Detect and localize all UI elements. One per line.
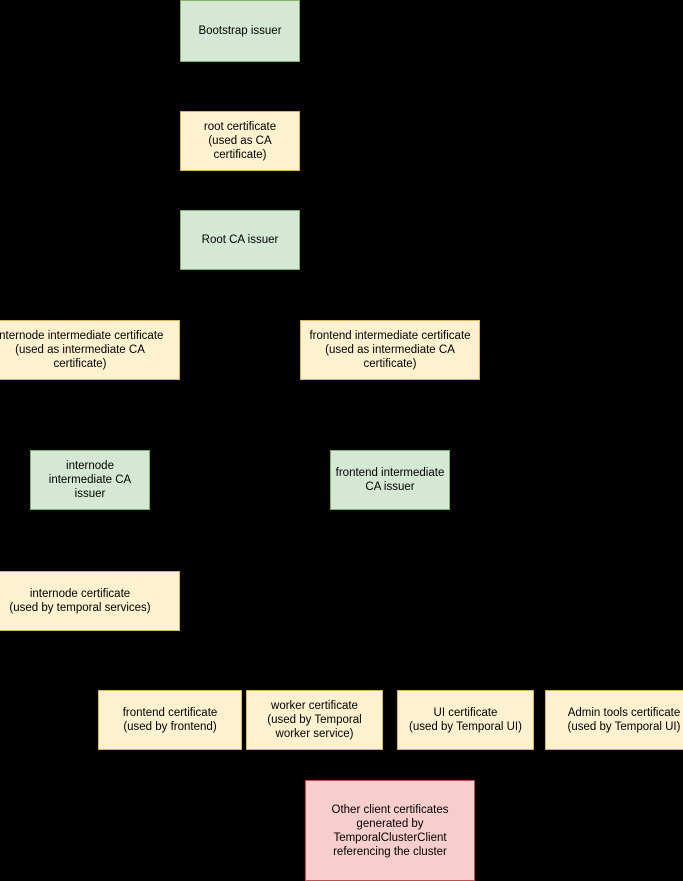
edge-root-certificate-to-root-ca-issuer — [240, 171, 241, 210]
node-frontend-intermediate-certificate[interactable]: frontend intermediate certificate (used … — [300, 320, 480, 380]
node-worker-certificate[interactable]: worker certificate (used by Temporal wor… — [246, 690, 383, 750]
edge-internode-intermediate-certificate-to-issuer — [90, 380, 91, 450]
edge-root-ca-issuer-stem — [240, 270, 241, 295]
edge-frontend-issuer-stem — [390, 510, 391, 665]
node-root-certificate[interactable]: root certificate (used as CA certificate… — [180, 111, 300, 171]
node-internode-intermediate-certificate[interactable]: internode intermediate certificate (used… — [0, 320, 180, 380]
edge-frontend-issuer-to-admin-tools-certificate — [624, 665, 625, 690]
node-internode-certificate[interactable]: internode certificate (used by temporal … — [0, 571, 180, 631]
node-ui-certificate[interactable]: UI certificate (used by Temporal UI) — [397, 690, 534, 750]
node-frontend-certificate[interactable]: frontend certificate (used by frontend) — [98, 690, 242, 750]
node-internode-intermediate-ca-issuer[interactable]: internode intermediate CA issuer — [30, 450, 150, 510]
edge-worker-certificate-to-other-client-certificates — [390, 750, 391, 780]
node-bootstrap-issuer[interactable]: Bootstrap issuer — [180, 0, 300, 62]
edge-frontend-intermediate-certificate-to-issuer — [390, 380, 391, 450]
edge-root-ca-issuer-to-frontend-intermediate-certificate — [390, 295, 391, 320]
edge-frontend-issuer-bus — [170, 665, 624, 666]
node-admin-tools-certificate[interactable]: Admin tools certificate (used by Tempora… — [545, 690, 683, 750]
node-other-client-certificates[interactable]: Other client certificates generated by T… — [305, 780, 475, 881]
edge-root-ca-issuer-to-internode-intermediate-certificate — [80, 295, 81, 320]
node-root-ca-issuer[interactable]: Root CA issuer — [180, 210, 300, 270]
edge-frontend-issuer-to-worker-certificate — [314, 665, 315, 690]
node-frontend-intermediate-ca-issuer[interactable]: frontend intermediate CA issuer — [330, 450, 450, 510]
edge-internode-intermediate-ca-issuer-to-internode-certificate — [90, 510, 91, 571]
edge-frontend-issuer-to-ui-certificate — [465, 665, 466, 690]
edge-root-ca-issuer-bus — [80, 295, 390, 296]
edge-bootstrap-issuer-to-root-certificate — [240, 62, 241, 111]
edge-frontend-issuer-to-frontend-certificate — [170, 665, 171, 690]
